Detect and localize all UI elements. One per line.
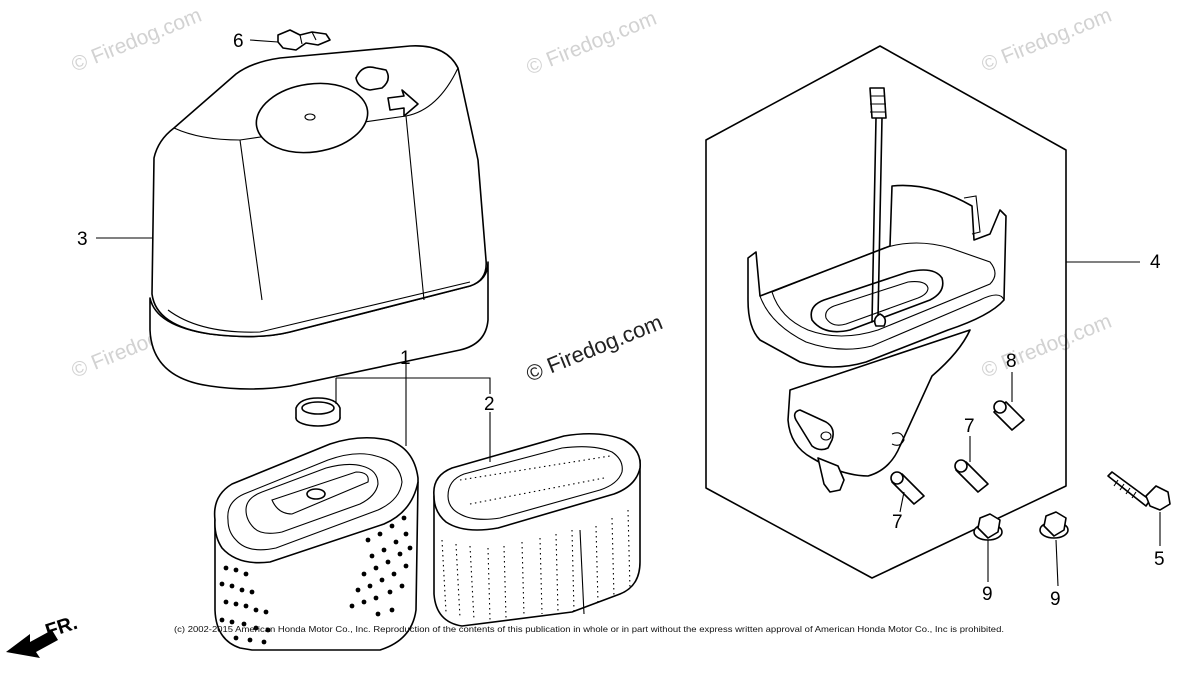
flange-nut-part-9[interactable] <box>973 513 1003 541</box>
case-assembly-frame-part-4[interactable] <box>705 45 1067 579</box>
air-cleaner-case-part-4[interactable] <box>747 87 1007 493</box>
callout-3: 3 <box>77 229 88 250</box>
callout-1: 1 <box>400 348 411 369</box>
callout-7: 7 <box>964 416 975 437</box>
main-watermark: © Firedog.com <box>523 309 666 386</box>
callout-9: 9 <box>1050 589 1061 610</box>
air-cleaner-cover-part-3[interactable] <box>149 45 489 390</box>
collar-part-8[interactable] <box>992 399 1025 431</box>
callout-6: 6 <box>233 31 244 52</box>
flange-bolt-part-5[interactable] <box>1107 471 1171 511</box>
callout-7: 7 <box>892 512 903 533</box>
front-direction-indicator: FR. <box>6 612 80 658</box>
collar-part-7[interactable] <box>953 458 989 493</box>
front-label: FR. <box>43 612 80 643</box>
leader-lines <box>96 39 1161 587</box>
callout-4: 4 <box>1150 252 1161 273</box>
collar-part-7[interactable] <box>889 470 925 505</box>
grommet-part-1[interactable] <box>295 397 341 427</box>
watermark: © Firedog.com <box>978 4 1115 77</box>
callout-5: 5 <box>1154 549 1165 570</box>
wing-nut-part-6[interactable] <box>277 29 331 51</box>
callout-labels: 6 3 1 2 4 8 7 7 5 9 9 <box>77 31 1165 610</box>
flange-nut-part-9[interactable] <box>1039 511 1069 539</box>
watermark: © Firedog.com <box>68 4 205 77</box>
foam-element-part-2[interactable] <box>433 432 641 627</box>
front-arrow-icon <box>6 630 58 658</box>
paper-filter-element-part-1[interactable] <box>213 436 419 651</box>
callout-2: 2 <box>484 394 495 415</box>
watermark: © Firedog.com <box>523 7 660 80</box>
callout-9: 9 <box>982 584 993 605</box>
watermark: © Firedog.com <box>978 310 1115 383</box>
copyright-notice: (c) 2002-2015 American Honda Motor Co., … <box>174 624 1004 634</box>
callout-8: 8 <box>1006 351 1017 372</box>
filter-perforations <box>219 515 413 645</box>
